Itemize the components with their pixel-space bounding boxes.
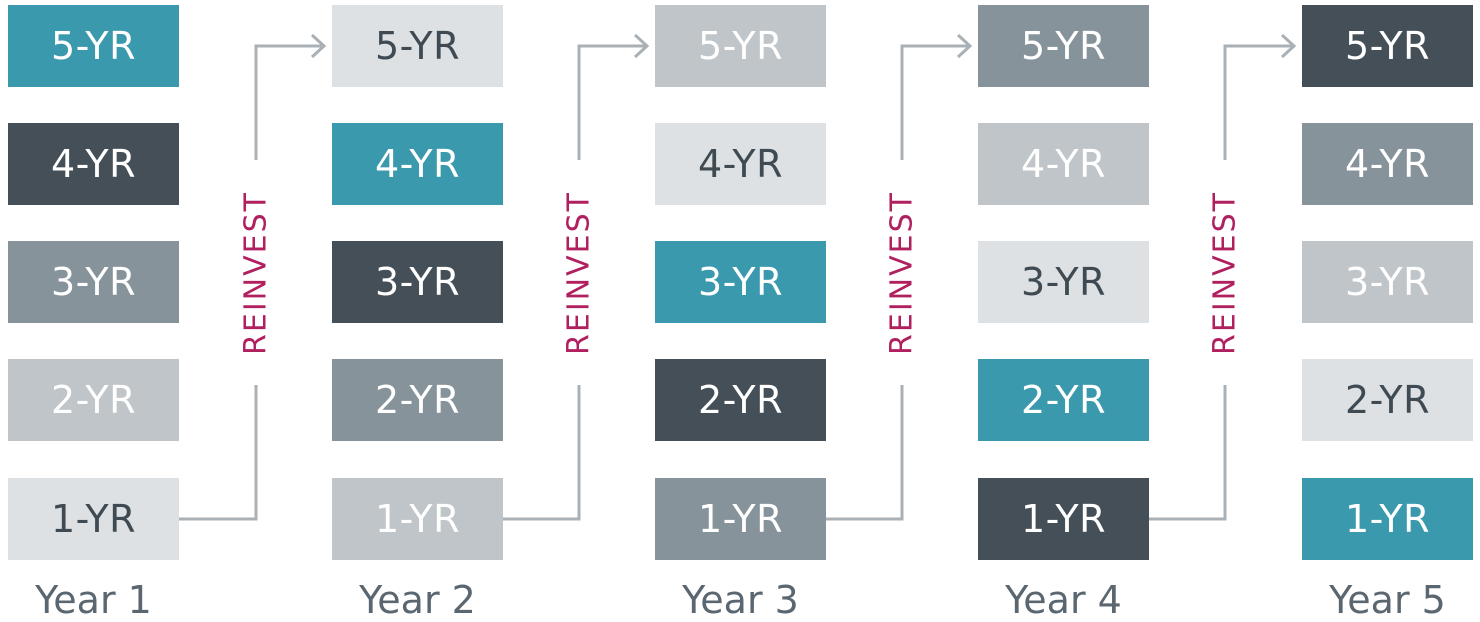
connector-line-3-lower	[826, 385, 904, 521]
rung-box-2-yr-year-5: 2-YR	[1302, 359, 1473, 441]
rung-box-5-yr-year-5: 5-YR	[1302, 5, 1473, 87]
rung-label: 1-YR	[698, 497, 783, 541]
reinvest-label-4: REINVEST	[1207, 190, 1243, 355]
rung-box-4-yr-year-2: 4-YR	[332, 123, 503, 205]
year-label-2: Year 2	[359, 578, 476, 622]
rung-box-4-yr-year-3: 4-YR	[655, 123, 826, 205]
connector-line-3-upper	[900, 44, 970, 160]
rung-box-5-yr-year-4: 5-YR	[978, 5, 1149, 87]
rung-label: 2-YR	[1021, 378, 1106, 422]
rung-label: 3-YR	[375, 260, 460, 304]
rung-label: 5-YR	[1345, 24, 1430, 68]
year-label-1: Year 1	[35, 578, 152, 622]
year-label-4: Year 4	[1005, 578, 1122, 622]
rung-label: 5-YR	[1021, 24, 1106, 68]
rung-box-1-yr-year-1: 1-YR	[8, 478, 179, 560]
reinvest-label-2: REINVEST	[561, 190, 597, 355]
rung-box-3-yr-year-2: 3-YR	[332, 241, 503, 323]
rung-label: 3-YR	[698, 260, 783, 304]
rung-box-3-yr-year-5: 3-YR	[1302, 241, 1473, 323]
rung-label: 3-YR	[1345, 260, 1430, 304]
year-label-5: Year 5	[1329, 578, 1446, 622]
arrowhead-icon	[1280, 33, 1297, 59]
rung-label: 1-YR	[1345, 497, 1430, 541]
rung-label: 1-YR	[51, 497, 136, 541]
rung-label: 4-YR	[698, 142, 783, 186]
rung-label: 4-YR	[1021, 142, 1106, 186]
rung-label: 3-YR	[51, 260, 136, 304]
rung-label: 2-YR	[1345, 378, 1430, 422]
arrowhead-icon	[956, 33, 973, 59]
rung-label: 5-YR	[51, 24, 136, 68]
rung-label: 4-YR	[1345, 142, 1430, 186]
rung-box-5-yr-year-3: 5-YR	[655, 5, 826, 87]
connector-line-4-upper	[1223, 44, 1294, 160]
reinvest-label-1: REINVEST	[238, 190, 274, 355]
rung-label: 3-YR	[1021, 260, 1106, 304]
connector-line-1-lower	[179, 385, 258, 521]
rung-box-1-yr-year-3: 1-YR	[655, 478, 826, 560]
rung-box-2-yr-year-3: 2-YR	[655, 359, 826, 441]
rung-label: 4-YR	[51, 142, 136, 186]
rung-box-5-yr-year-1: 5-YR	[8, 5, 179, 87]
rung-label: 4-YR	[375, 142, 460, 186]
rung-box-3-yr-year-4: 3-YR	[978, 241, 1149, 323]
rung-label: 2-YR	[698, 378, 783, 422]
rung-box-1-yr-year-4: 1-YR	[978, 478, 1149, 560]
year-label-3: Year 3	[682, 578, 799, 622]
rung-label: 5-YR	[375, 24, 460, 68]
rung-box-4-yr-year-4: 4-YR	[978, 123, 1149, 205]
rung-label: 2-YR	[375, 378, 460, 422]
rung-label: 2-YR	[51, 378, 136, 422]
arrowhead-icon	[633, 33, 650, 59]
rung-box-4-yr-year-5: 4-YR	[1302, 123, 1473, 205]
rung-label: 1-YR	[375, 497, 460, 541]
rung-box-1-yr-year-5: 1-YR	[1302, 478, 1473, 560]
connector-line-2-lower	[503, 385, 581, 521]
rung-box-5-yr-year-2: 5-YR	[332, 5, 503, 87]
rung-box-4-yr-year-1: 4-YR	[8, 123, 179, 205]
arrowhead-icon	[310, 33, 327, 59]
rung-label: 1-YR	[1021, 497, 1106, 541]
connector-line-4-lower	[1149, 385, 1227, 521]
rung-box-2-yr-year-1: 2-YR	[8, 359, 179, 441]
rung-box-3-yr-year-3: 3-YR	[655, 241, 826, 323]
reinvest-label-3: REINVEST	[884, 190, 920, 355]
rung-box-2-yr-year-2: 2-YR	[332, 359, 503, 441]
connector-line-1-upper	[254, 44, 324, 160]
rung-label: 5-YR	[698, 24, 783, 68]
connector-line-2-upper	[577, 44, 647, 160]
rung-box-3-yr-year-1: 3-YR	[8, 241, 179, 323]
rung-box-1-yr-year-2: 1-YR	[332, 478, 503, 560]
rung-box-2-yr-year-4: 2-YR	[978, 359, 1149, 441]
